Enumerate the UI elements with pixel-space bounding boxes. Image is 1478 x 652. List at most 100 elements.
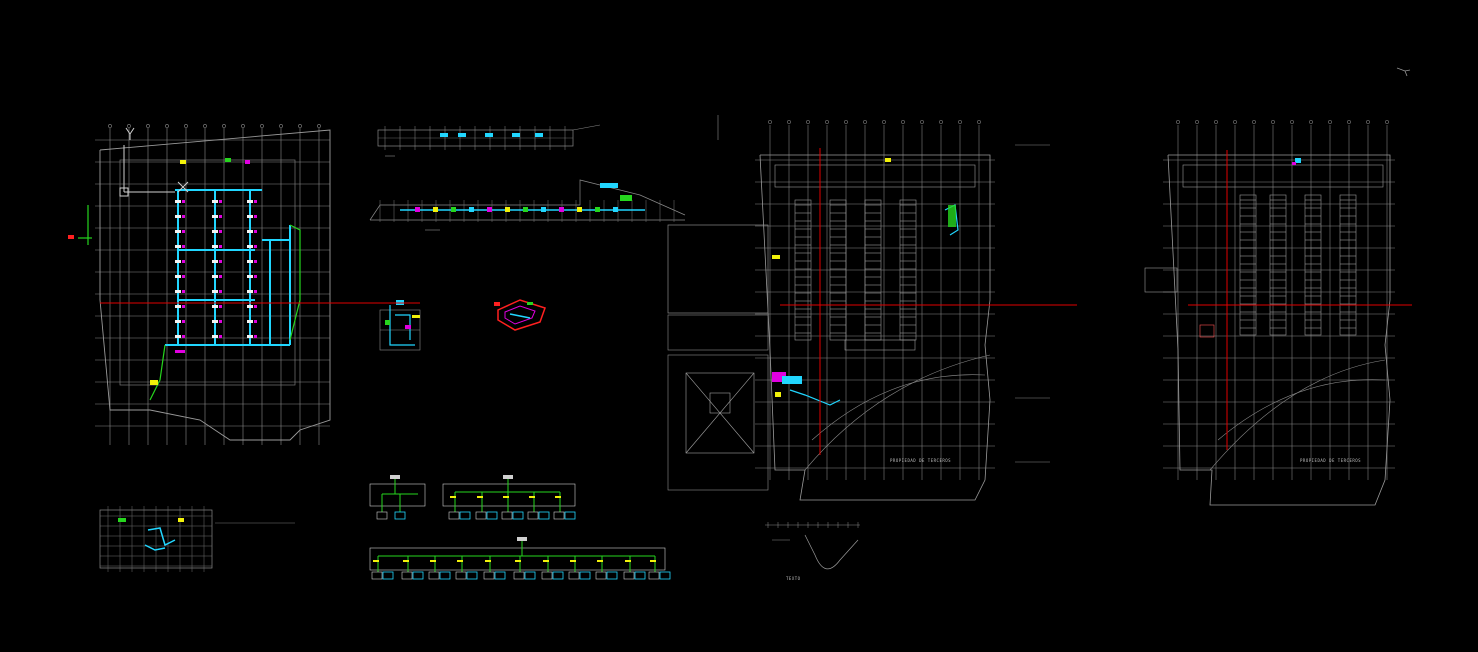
riser-diagram-large[interactable]: [369, 537, 671, 580]
grid-bubble: [165, 124, 169, 128]
grid-bubble: [1309, 120, 1313, 124]
diffuser-mark: [175, 215, 181, 218]
diffuser-tag: [182, 275, 185, 278]
detail-title: TEXTO: [786, 576, 801, 581]
diffuser-mark: [212, 230, 218, 233]
diffuser-tag: [254, 275, 257, 278]
diffuser-mark: [175, 320, 181, 323]
plan-a-inner-outline: [119, 159, 296, 386]
riser-tag: [457, 560, 463, 562]
grid-bubble: [279, 124, 283, 128]
diffuser-tag: [219, 215, 222, 218]
section-unit: [613, 207, 618, 212]
diffuser-mark: [212, 260, 218, 263]
viewcube-icon[interactable]: [1396, 67, 1411, 77]
floor-plan-c[interactable]: PROPIEDAD DE TERCEROS: [667, 120, 995, 501]
diffuser-mark: [212, 305, 218, 308]
diffuser-mark: [212, 320, 218, 323]
diffuser-tag: [254, 260, 257, 263]
riser-tag: [529, 496, 535, 498]
riser-unit: [513, 571, 525, 580]
riser-tag: [503, 496, 509, 498]
riser-tag: [570, 560, 576, 562]
equipment-tags-a: [68, 158, 250, 385]
riser-unit-alt: [659, 571, 671, 580]
equipment-3d-unit[interactable]: [494, 299, 546, 331]
riser-unit-alt: [439, 571, 451, 580]
diffuser-mark: [247, 290, 253, 293]
diffuser-tag: [254, 230, 257, 233]
diffuser-tag: [182, 335, 185, 338]
riser-unit-alt: [382, 571, 394, 580]
riser-tag: [555, 496, 561, 498]
diffuser-tag: [182, 230, 185, 233]
grid-bubble: [768, 120, 772, 124]
grid-bubble: [1271, 120, 1275, 124]
riser-unit: [623, 571, 635, 580]
diffuser-mark: [247, 260, 253, 263]
grid-bubble: [222, 124, 226, 128]
riser-unit: [527, 511, 539, 520]
diffuser-tag: [182, 245, 185, 248]
riser-unit-alt: [412, 571, 424, 580]
floor-plan-a[interactable]: [68, 124, 331, 445]
parking-bay-column: [829, 199, 847, 341]
diffuser-tag: [219, 275, 222, 278]
diffuser-mark: [247, 320, 253, 323]
grid-bubble: [825, 120, 829, 124]
parking-bay-column: [1269, 194, 1287, 336]
section-detail[interactable]: TEXTO: [765, 522, 860, 581]
diffuser-mark: [175, 305, 181, 308]
riser-diagram-medium[interactable]: [442, 475, 576, 520]
margin-annotations: [717, 115, 1050, 463]
riser-tag: [625, 560, 631, 562]
diffuser-tag: [182, 215, 185, 218]
diffuser-tag: [219, 230, 222, 233]
diffuser-tag: [219, 335, 222, 338]
riser-unit-alt: [634, 571, 646, 580]
diffuser-mark: [212, 245, 218, 248]
grid-bubble: [260, 124, 264, 128]
riser-unit-alt: [552, 571, 564, 580]
grid-bubble: [1195, 120, 1199, 124]
diffuser-tag: [254, 245, 257, 248]
parking-bay-column: [794, 199, 812, 341]
diffuser-tag: [254, 200, 257, 203]
section-elevation-long[interactable]: [369, 179, 686, 231]
riser-unit-alt: [606, 571, 618, 580]
grid-bubble: [1176, 120, 1180, 124]
grid-bubble: [1214, 120, 1218, 124]
diffuser-mark: [175, 230, 181, 233]
riser-lines-a: [78, 205, 301, 401]
grid-bubble: [939, 120, 943, 124]
diffuser-tag: [182, 200, 185, 203]
floor-plan-d[interactable]: PROPIEDAD DE TERCEROS: [1144, 120, 1395, 506]
section-unit: [433, 207, 438, 212]
riser-unit: [595, 571, 607, 580]
diffuser-tag: [254, 290, 257, 293]
riser-diagram-small[interactable]: [369, 475, 426, 520]
riser-unit-alt: [512, 511, 524, 520]
grid-bubble: [977, 120, 981, 124]
riser-unit: [371, 571, 383, 580]
diffuser-tag: [254, 320, 257, 323]
section-elevation-top[interactable]: [377, 124, 601, 157]
riser-tag: [477, 496, 483, 498]
mini-plan-a[interactable]: [99, 506, 295, 572]
diffuser-mark: [247, 230, 253, 233]
diffuser-mark: [175, 260, 181, 263]
grid-bubble: [108, 124, 112, 128]
grid-bubble: [863, 120, 867, 124]
grid-bubble: [146, 124, 150, 128]
diffuser-mark: [212, 200, 218, 203]
diffuser-tag: [219, 305, 222, 308]
riser-tag: [515, 560, 521, 562]
riser-unit: [401, 571, 413, 580]
section-cut-lines: [100, 148, 1412, 455]
diffuser-tag: [254, 215, 257, 218]
section-unit: [469, 207, 474, 212]
riser-unit-alt: [486, 511, 498, 520]
riser-unit-alt: [538, 511, 550, 520]
riser-unit: [648, 571, 660, 580]
